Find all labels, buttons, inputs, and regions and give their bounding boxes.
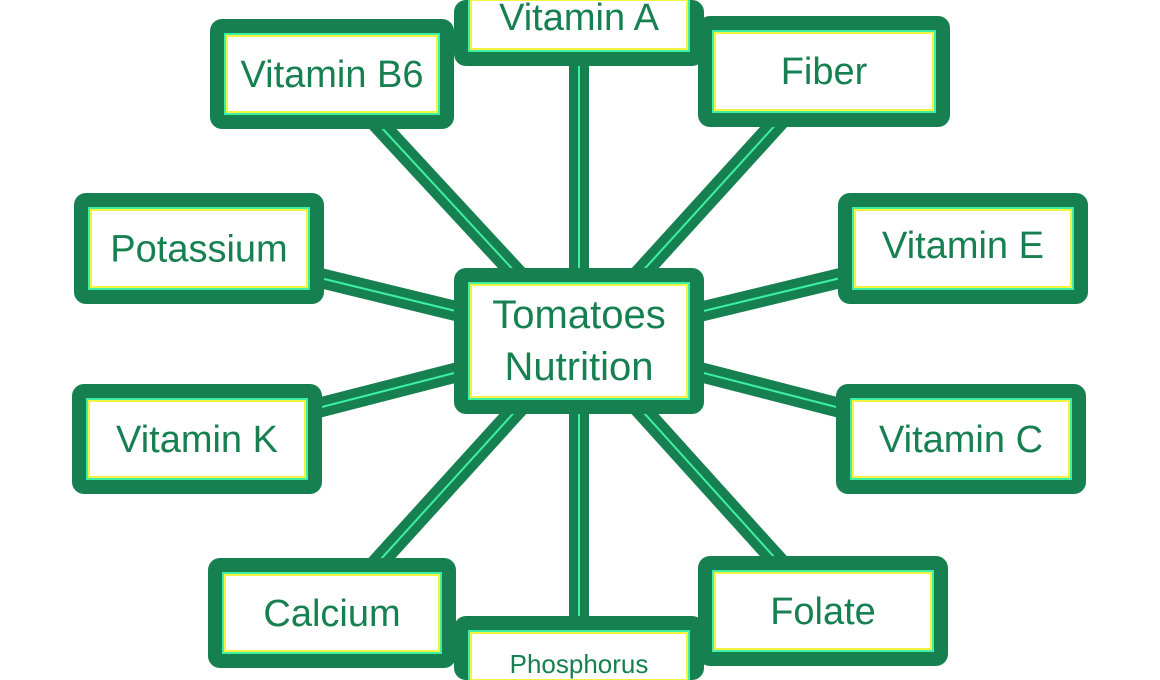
node-inner-outline [854,209,1072,288]
node-inner-outline [226,35,438,113]
node-outline [468,0,690,52]
node-inner-outline [470,284,688,398]
node-inner-outline [714,572,932,650]
node-label: Vitamin E [882,225,1044,267]
node-inner-outline [470,0,688,50]
node-label: Vitamin C [879,419,1043,461]
node-inner-outline [470,632,688,680]
node-inner-outline [852,400,1070,478]
node-folate[interactable]: Folate [698,556,948,666]
node-label: Calcium [263,593,400,635]
node-vitamin-c[interactable]: Vitamin C [836,384,1086,494]
node-label: Phosphorus [510,649,649,679]
node-vitamin-e[interactable]: Vitamin E [838,193,1088,304]
node-inner-outline [90,209,308,288]
node-outline [224,33,440,115]
node-outline [468,630,690,680]
node-fiber[interactable]: Fiber [698,16,950,127]
node-label: Folate [770,591,876,633]
node-outline [86,398,308,480]
node-label: Vitamin K [116,419,278,461]
node-vitamin-b6[interactable]: Vitamin B6 [210,19,454,129]
node-phosphorus[interactable]: Phosphorus [454,616,704,680]
node-vitamin-a[interactable]: Vitamin A [454,0,704,66]
node-outline [712,30,936,113]
node-outline [88,207,310,290]
node-outline [468,282,690,400]
node-outline [852,207,1074,290]
node-outline [850,398,1072,480]
center-label-line: Nutrition [505,345,654,389]
node-inner-outline [88,400,306,478]
node-label: Vitamin B6 [240,54,423,96]
node-potassium[interactable]: Potassium [74,193,324,304]
node-label: Potassium [110,229,287,271]
center-label-line: Tomatoes [492,293,665,337]
node-vitamin-k[interactable]: Vitamin K [72,384,322,494]
node-inner-outline [714,32,934,111]
node-calcium[interactable]: Calcium [208,558,456,668]
node-outline [712,570,934,652]
node-label: Fiber [781,51,868,93]
node-inner-outline [224,574,440,652]
node-outline [222,572,442,654]
node-label: Vitamin A [499,0,659,39]
